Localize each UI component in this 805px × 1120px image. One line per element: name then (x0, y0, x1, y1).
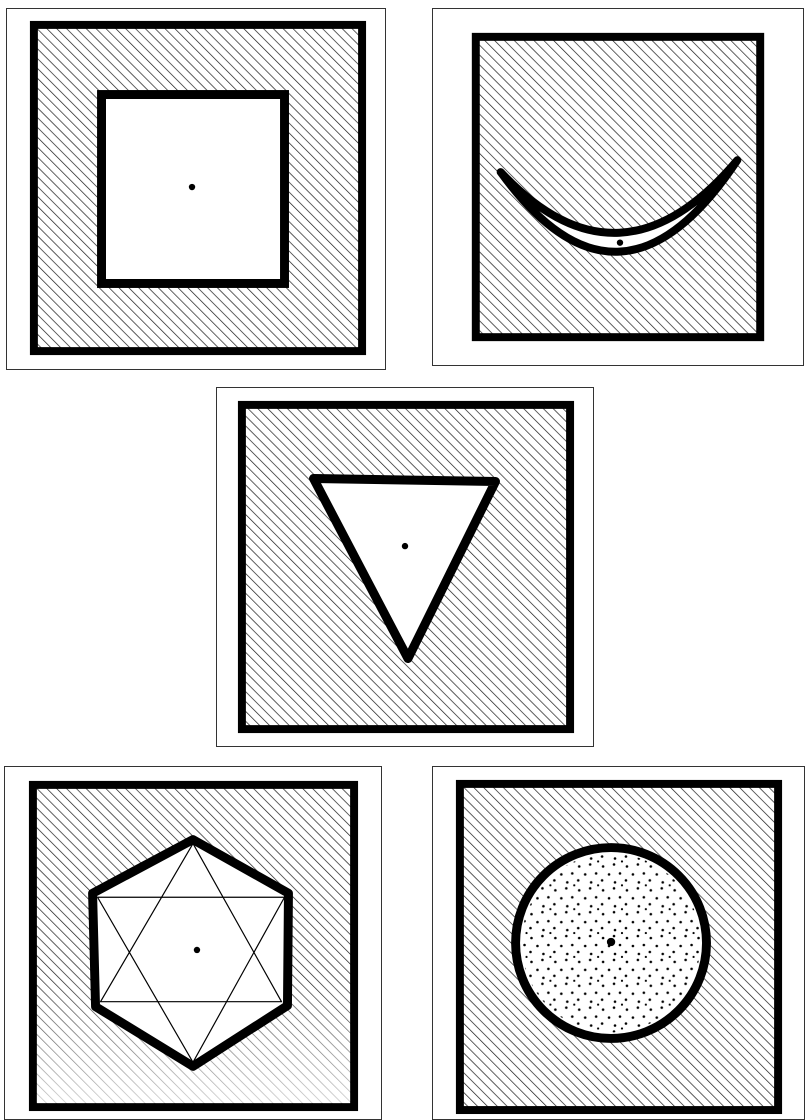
hexagram-symbol-card (4, 766, 382, 1120)
crescent-symbol-drawing (433, 9, 803, 365)
triangle-symbol-card (216, 387, 594, 747)
crescent-symbol-card (432, 8, 804, 366)
hexagram-symbol-drawing (5, 767, 381, 1119)
square-symbol-drawing (7, 9, 385, 369)
circle-symbol-drawing (433, 767, 804, 1119)
center-dot (607, 938, 615, 946)
center-dot (194, 947, 200, 953)
triangle-symbol-drawing (217, 388, 593, 746)
center-dot (617, 240, 623, 246)
center-dot (402, 543, 408, 549)
square-symbol-card (6, 8, 386, 370)
center-dot (189, 184, 195, 190)
circle-symbol-card (432, 766, 805, 1120)
